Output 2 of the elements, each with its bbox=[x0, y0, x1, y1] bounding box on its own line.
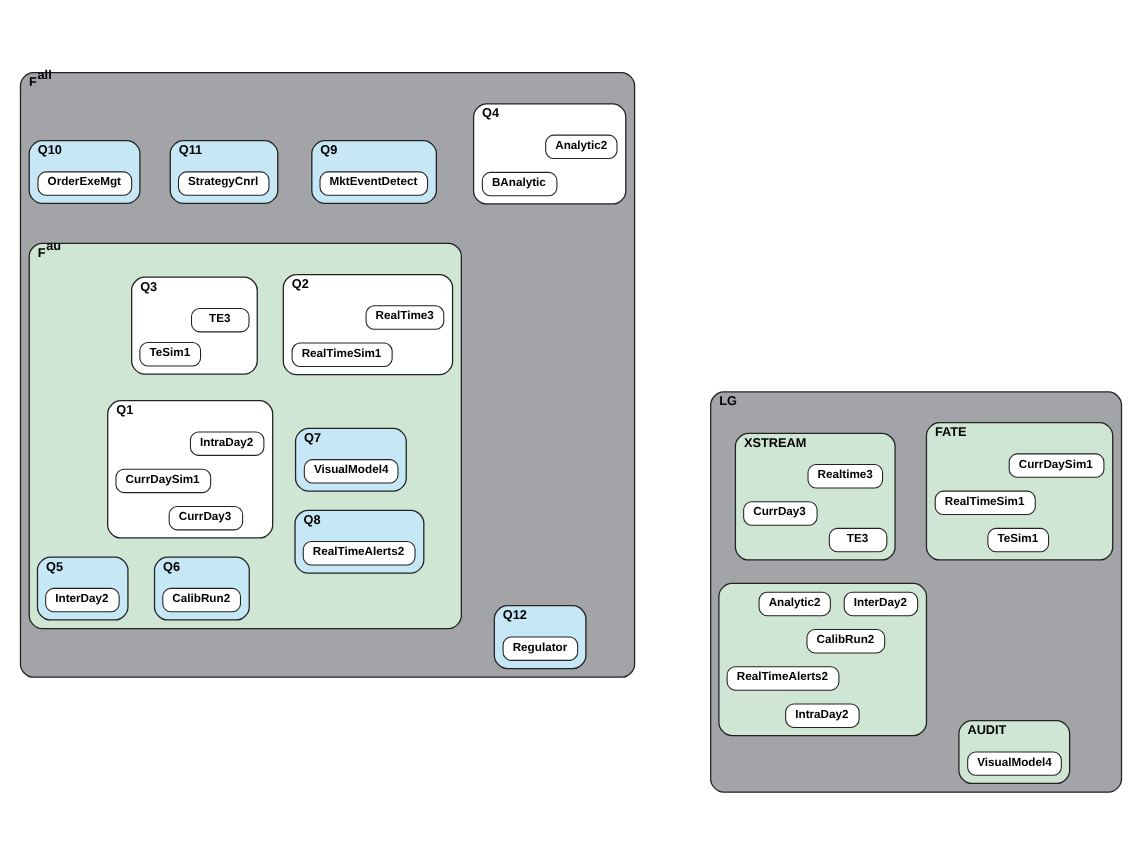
node-label: all bbox=[37, 69, 52, 84]
cluster bbox=[718, 582, 928, 737]
